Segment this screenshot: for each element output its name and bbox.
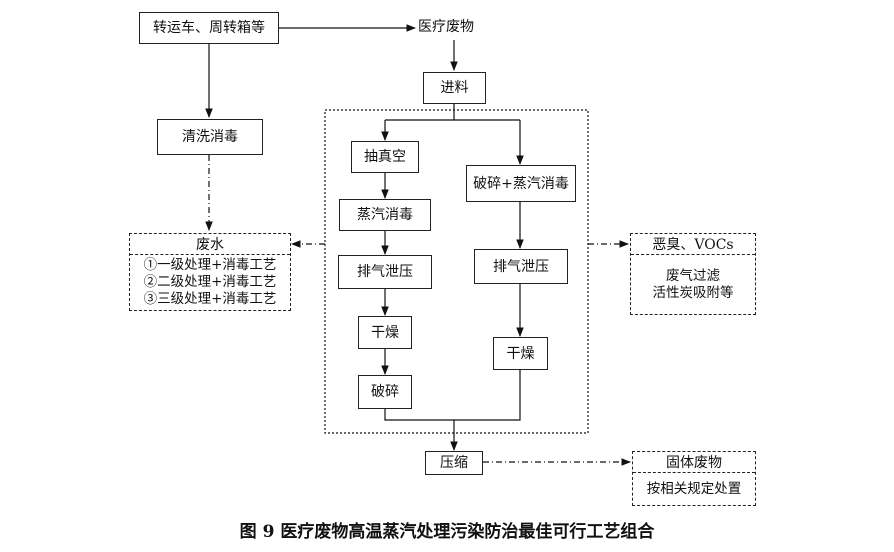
odor-item: 活性炭吸附等 — [652, 284, 734, 301]
wastewater-item: ②二级处理+消毒工艺 — [143, 274, 277, 290]
odor-title: 恶臭、VOCs — [631, 234, 755, 255]
node-compression-label: 压缩 — [440, 455, 468, 471]
wastewater-box: 废水 ①一级处理+消毒工艺 ②二级处理+消毒工艺 ③三级处理+消毒工艺 — [129, 233, 291, 311]
node-exhaust-left: 排气泄压 — [338, 255, 432, 289]
node-drying-right: 干燥 — [493, 337, 548, 370]
node-cleaning: 清洗消毒 — [157, 119, 263, 155]
node-vacuum: 抽真空 — [351, 141, 419, 173]
node-exhaust-left-label: 排气泄压 — [357, 264, 413, 280]
node-vacuum-label: 抽真空 — [364, 149, 406, 165]
merge-line — [384, 370, 521, 421]
odor-items: 废气过滤 活性炭吸附等 — [631, 255, 755, 314]
node-medical-waste-label: 医疗废物 — [418, 19, 474, 35]
node-crush-steam-label: 破碎+蒸汽消毒 — [473, 175, 569, 192]
wastewater-item: ①一级处理+消毒工艺 — [143, 257, 277, 273]
odor-item: 废气过滤 — [666, 267, 720, 284]
node-exhaust-right: 排气泄压 — [474, 249, 568, 284]
node-drying-left: 干燥 — [358, 316, 412, 349]
treatment-unit-boundary — [324, 109, 589, 434]
node-steam-disinfection: 蒸汽消毒 — [339, 199, 431, 231]
node-medical-waste: 医疗废物 — [418, 20, 474, 34]
wastewater-item: ③三级处理+消毒工艺 — [143, 291, 277, 307]
solid-waste-item: 按相关规定处置 — [646, 480, 742, 497]
node-carts: 转运车、周转箱等 — [139, 12, 279, 44]
odor-box: 恶臭、VOCs 废气过滤 活性炭吸附等 — [630, 233, 756, 315]
node-drying-left-label: 干燥 — [371, 324, 399, 341]
node-crushing: 破碎 — [358, 375, 412, 409]
node-cleaning-label: 清洗消毒 — [182, 129, 238, 145]
figure-caption: 图 9 医疗废物高温蒸汽处理污染防治最佳可行工艺组合 — [239, 522, 655, 542]
node-feeding: 进料 — [423, 72, 486, 104]
node-exhaust-right-label: 排气泄压 — [493, 258, 549, 275]
split-line — [385, 104, 520, 121]
node-crushing-label: 破碎 — [371, 384, 399, 400]
wastewater-items: ①一级处理+消毒工艺 ②二级处理+消毒工艺 ③三级处理+消毒工艺 — [130, 255, 290, 310]
solid-waste-box: 固体废物 按相关规定处置 — [632, 451, 756, 506]
wastewater-title: 废水 — [130, 234, 290, 255]
node-carts-label: 转运车、周转箱等 — [153, 20, 265, 36]
node-compression: 压缩 — [425, 451, 483, 475]
solid-waste-items: 按相关规定处置 — [633, 473, 755, 505]
node-drying-right-label: 干燥 — [506, 345, 535, 362]
node-feeding-label: 进料 — [440, 80, 469, 96]
node-crush-steam: 破碎+蒸汽消毒 — [466, 165, 576, 202]
solid-waste-title: 固体废物 — [633, 452, 755, 473]
node-steam-disinfection-label: 蒸汽消毒 — [357, 207, 413, 223]
